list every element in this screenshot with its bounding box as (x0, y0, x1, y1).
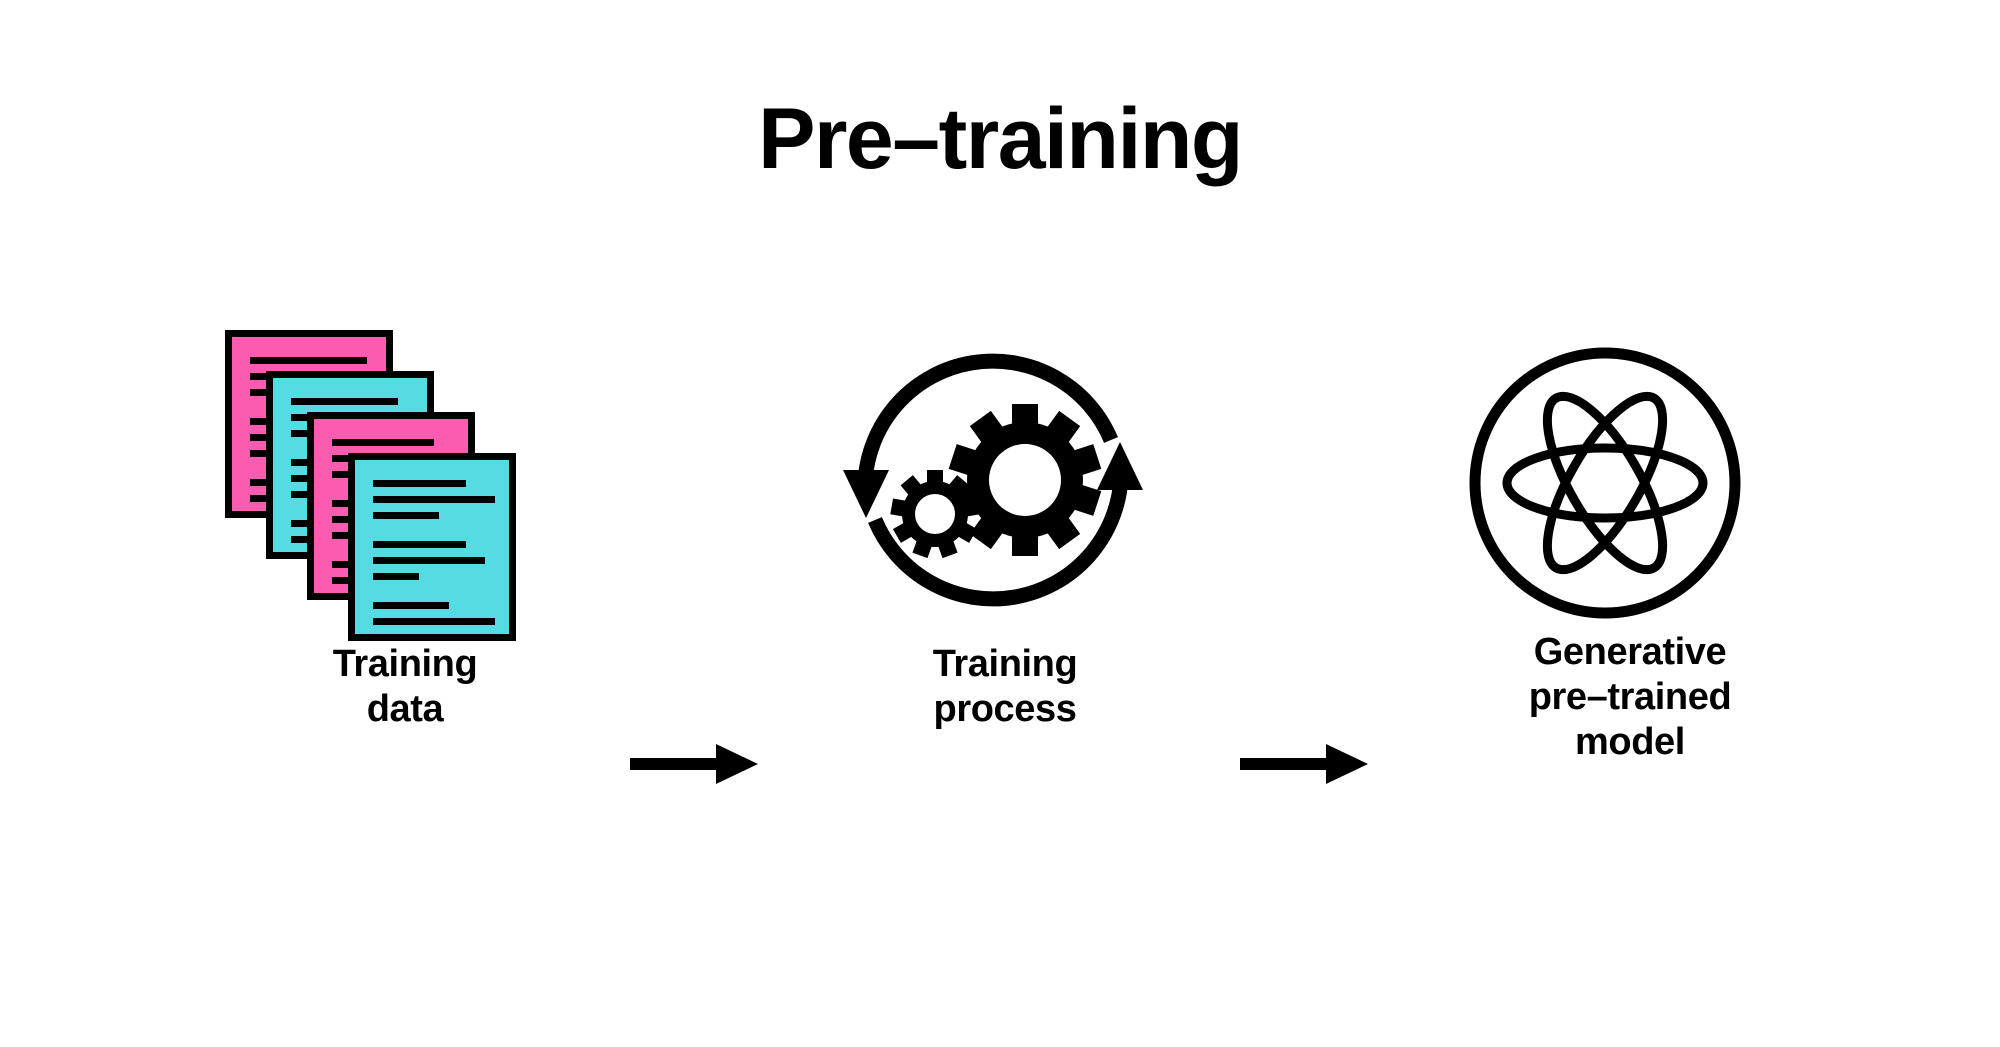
text-line (373, 602, 449, 609)
stage-training-data[interactable]: Training data (195, 330, 615, 890)
text-line-group (373, 480, 495, 519)
stage-label-training-data: Training data (332, 643, 478, 730)
document-stack-icon (225, 330, 525, 641)
text-line (373, 618, 495, 625)
text-line (332, 439, 435, 446)
document-text-lines (373, 480, 495, 641)
gears-refresh-cycle-icon (843, 330, 1143, 630)
text-line (373, 480, 466, 487)
text-line (250, 357, 368, 364)
arrow-right-icon (1240, 734, 1370, 794)
stage-label-training-process: Training process (932, 643, 1078, 730)
text-line (373, 512, 439, 519)
text-line (373, 634, 466, 641)
atom-circle-icon (1460, 338, 1750, 628)
stage-label-generative-model: Generative pre–trained model (1528, 631, 1732, 763)
text-line-group (373, 602, 495, 641)
document-sheet (348, 453, 516, 641)
training-process-art (795, 330, 1215, 630)
text-line (373, 573, 420, 580)
text-line-group (373, 541, 495, 580)
text-line (373, 541, 466, 548)
text-line (291, 398, 399, 405)
pipeline-flow: Training data (0, 330, 2000, 890)
text-line (373, 496, 495, 503)
training-data-art (195, 330, 615, 641)
stage-generative-pretrained-model[interactable]: Generative pre–trained model (1420, 330, 1840, 890)
text-line (373, 557, 486, 564)
arrow-right-icon (630, 734, 760, 794)
generative-model-art (1420, 330, 1840, 630)
page-title: Pre–training (758, 91, 1243, 187)
stage-training-process[interactable]: Training process (795, 330, 1215, 890)
